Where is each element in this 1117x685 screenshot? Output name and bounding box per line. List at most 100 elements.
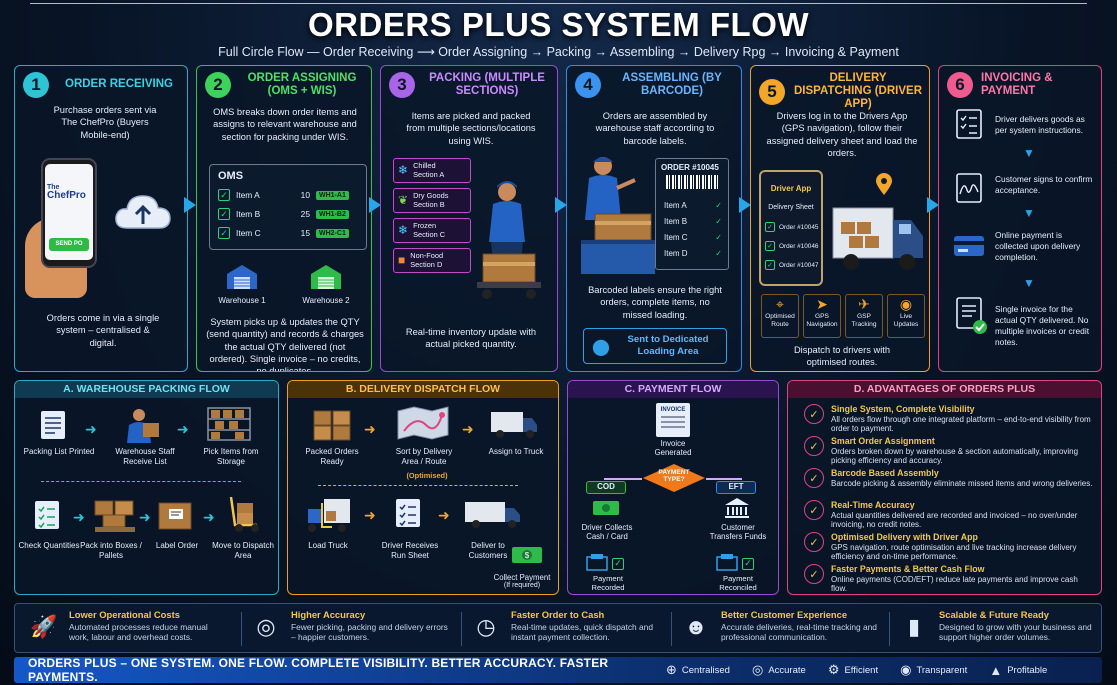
delivery-dispatch-flow: B. DELIVERY DISPATCH FLOW Packed Orders … bbox=[287, 380, 559, 595]
step-number: 4 bbox=[575, 72, 601, 99]
loading-area-box: ⬤ Sent to Dedicated Loading Area bbox=[583, 328, 727, 364]
step-text: Purchase orders sent via The ChefPro (Bu… bbox=[53, 105, 157, 140]
delivery-order: ✓Order #10047 bbox=[765, 260, 818, 270]
oms-title: OMS bbox=[218, 170, 244, 182]
page-subtitle: Full Circle Flow — Order Receiving ⟶ Ord… bbox=[218, 45, 899, 59]
label-box-icon bbox=[157, 499, 193, 536]
send-po-button[interactable]: SEND PO bbox=[49, 238, 89, 251]
branch-line bbox=[604, 478, 642, 480]
check-circle-icon: ✓ bbox=[804, 436, 824, 456]
footer-value-label: Profitable bbox=[1007, 664, 1048, 676]
footer-value-icon: ◉ bbox=[900, 662, 912, 677]
section-icon: ■ bbox=[398, 252, 406, 267]
advantage-description: Online payments (COD/EFT) reduce late pa… bbox=[831, 574, 1078, 594]
flow-step-label: Assign to Truck bbox=[488, 447, 544, 456]
invoicing-step-text: Single invoice for the actual QTY delive… bbox=[995, 304, 1090, 347]
step-bottom-text: Barcoded labels ensure the right orders,… bbox=[588, 285, 722, 320]
section-name: Chilled bbox=[413, 160, 436, 170]
flow-return-line bbox=[318, 485, 518, 486]
flow-arrow-icon: ➜ bbox=[203, 509, 215, 525]
step-bottom-text: Orders come in via a single system – cen… bbox=[46, 313, 160, 348]
step-bottom-text: Real-time inventory update with actual p… bbox=[405, 327, 537, 350]
cod-badge: COD bbox=[586, 481, 626, 494]
checkbox-icon: ✓ bbox=[765, 222, 775, 232]
benefit-divider bbox=[461, 612, 462, 646]
eft-description: Customer Transfers Funds bbox=[709, 523, 767, 542]
flow-step-label: Packed Orders Ready bbox=[305, 447, 359, 466]
step-order-assigning: 2 ORDER ASSIGNING (OMS + WIS) OMS breaks… bbox=[196, 65, 372, 372]
delivery-order: ✓ Order #10045 bbox=[765, 222, 818, 232]
optimised-note: (Optimised) bbox=[406, 471, 448, 480]
flow-arrow-icon bbox=[184, 197, 196, 213]
app-title: Driver App bbox=[770, 184, 812, 193]
cash-icon bbox=[592, 499, 620, 522]
section-sub: Section C bbox=[413, 229, 446, 239]
flow-step-label: Pick Items from Storage bbox=[203, 447, 259, 466]
benefit-divider bbox=[241, 612, 242, 646]
advantage-description: Barcode picking & assembly eliminate mis… bbox=[831, 478, 1093, 488]
driver-feature-label: GSP Tracking bbox=[851, 313, 877, 328]
flow-step-label: Check Quantities bbox=[18, 541, 80, 550]
check-icon: ✓ bbox=[715, 217, 722, 226]
flow-arrow-icon: ➜ bbox=[438, 507, 450, 523]
signature-icon bbox=[955, 172, 983, 209]
checkbox-icon: ✓ bbox=[218, 208, 230, 220]
flow-title: C. PAYMENT FLOW bbox=[568, 381, 778, 398]
assembly-item: Item A✓ bbox=[664, 201, 722, 210]
assembly-item-label: Item D bbox=[664, 249, 688, 258]
step-delivery-dispatching: 5 DELIVERY DISPATCHING (DRIVER APP) Driv… bbox=[750, 65, 930, 372]
driver-feature-label: Live Updates bbox=[893, 313, 919, 328]
footer-value: ⚙Efficient bbox=[828, 662, 878, 678]
footer-value: ⊕ Centralised bbox=[666, 662, 730, 678]
oms-item: Item B bbox=[236, 209, 261, 219]
delivery-order-label: Order #10045 bbox=[779, 223, 819, 231]
eft-result: Payment Reconciled bbox=[719, 574, 757, 592]
step-text: Drivers log in to the Drivers App (GPS n… bbox=[766, 111, 918, 158]
check-quantities-icon bbox=[33, 499, 61, 536]
invoice-generated-label: Invoice Generated bbox=[654, 439, 692, 458]
section-name: Dry Goods bbox=[413, 190, 449, 200]
footer-value-icon: ◎ bbox=[751, 662, 764, 677]
driver-feature: ◉Live Updates bbox=[887, 294, 925, 338]
payment-flow: C. PAYMENT FLOW INVOICE Invoice Generate… bbox=[567, 380, 779, 595]
section-name: Non-Food bbox=[410, 250, 444, 260]
advantage-title: Optimised Delivery with Driver App bbox=[831, 532, 978, 542]
checkbox-icon: ✓ bbox=[765, 260, 775, 270]
loading-area-text: Sent to Dedicated Loading Area bbox=[627, 334, 709, 357]
section-sub: Section B bbox=[413, 199, 445, 209]
footer-value-icon: ⊕ bbox=[666, 662, 677, 677]
forklift-truck-icon bbox=[304, 495, 352, 540]
step-assembling: 4 ASSEMBLING (BY BARCODE) Orders are ass… bbox=[566, 65, 742, 372]
flow-arrow-icon: ➜ bbox=[462, 421, 474, 437]
check-circle-icon: ✓ bbox=[804, 500, 824, 520]
section-sub: Section D bbox=[410, 259, 443, 269]
oms-qty: 25 bbox=[300, 209, 310, 219]
footer-value-list: ⊕Centralised◎Accurate⚙Efficient◉Transpar… bbox=[644, 662, 1047, 678]
footer-value-label: Centralised bbox=[681, 664, 730, 676]
card-payment-icon bbox=[953, 234, 985, 263]
warehouse-icon bbox=[225, 262, 259, 295]
live-updates-icon: ◉ bbox=[899, 296, 913, 312]
check-circle-icon: ✓ bbox=[804, 532, 824, 552]
invoicing-step-text: Customer signs to confirm acceptance. bbox=[995, 174, 1093, 195]
advantage-description: Actual quantities delivered are recorded… bbox=[831, 510, 1078, 530]
advantage-description: All orders flow through one integrated p… bbox=[831, 414, 1091, 434]
advantage-title: Single System, Complete Visibility bbox=[831, 404, 975, 414]
step-order-receiving: 1 ORDER RECEIVING Purchase orders sent v… bbox=[14, 65, 188, 372]
benefit-title: Lower Operational Costs bbox=[69, 609, 180, 620]
footer-value-label: Efficient bbox=[844, 664, 879, 676]
step-text: Orders are assembled by warehouse staff … bbox=[595, 111, 715, 146]
step-title: DELIVERY DISPATCHING (DRIVER APP) bbox=[794, 72, 922, 111]
checkbox-icon: ✓ bbox=[765, 241, 775, 251]
rocket-icon: 🚀 bbox=[30, 614, 58, 639]
driver-app-phone: Driver App Delivery Sheet ✓Order #10045✓… bbox=[759, 170, 823, 286]
